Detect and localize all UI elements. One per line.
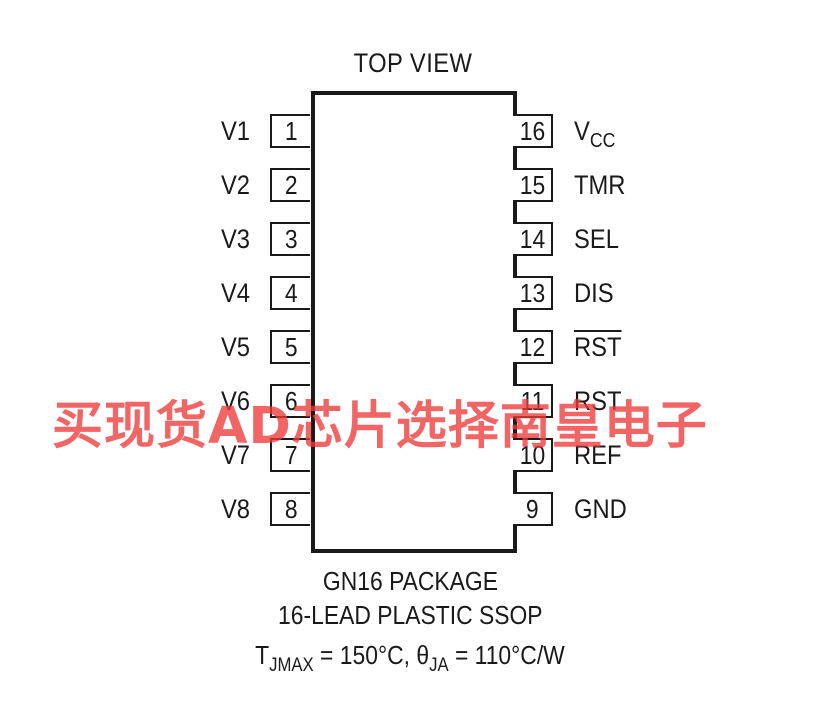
pin-5-box: 5 (270, 330, 310, 364)
tjmax-subscript: JMAX (269, 655, 314, 676)
pin-11-box: 11 (513, 384, 553, 418)
pin-12-box: 12 (513, 330, 553, 364)
theta-value: = 110°C/W (448, 640, 565, 670)
pin-1-number: 1 (284, 115, 298, 146)
pin-6-box: 6 (270, 384, 310, 418)
pin-13-box: 13 (513, 276, 553, 310)
theta-symbol: θ (416, 640, 430, 670)
pin-8-label: V8 (220, 494, 250, 524)
pin-3-box: 3 (270, 222, 310, 256)
pin-12-number: 12 (519, 331, 545, 362)
pin-10-number: 10 (519, 439, 545, 470)
pin-11-number: 11 (520, 385, 544, 416)
pin-4-number: 4 (284, 277, 298, 308)
view-title: TOP VIEW (353, 48, 473, 78)
pin-16-label-subscript: CC (589, 130, 616, 152)
pin-7-label: V7 (220, 440, 250, 470)
thermal-spec: TJMAX = 150°C, θJA = 110°C/W (200, 640, 620, 677)
pin-14-number: 14 (519, 223, 545, 254)
theta-subscript: JA (429, 655, 449, 676)
tjmax-symbol: T (255, 640, 270, 670)
pin-2-box: 2 (270, 168, 310, 202)
pin-10-box: 10 (513, 438, 553, 472)
package-name: GN16 PACKAGE (322, 566, 498, 596)
ic-package-body (311, 91, 517, 553)
pin-4-label: V4 (220, 278, 250, 308)
pin-16-number: 16 (519, 115, 545, 146)
pin-13-label: DIS (574, 278, 614, 308)
pin-4-box: 4 (270, 276, 310, 310)
pin-2-number: 2 (284, 169, 298, 200)
pin-6-label: V6 (220, 386, 250, 416)
pin-5-number: 5 (284, 331, 298, 362)
pin-11-label: RST (574, 386, 622, 416)
pin-9-box: 9 (513, 492, 553, 526)
pin-1-label: V1 (220, 116, 250, 146)
pin-13-number: 13 (519, 277, 545, 308)
pin-9-number: 9 (525, 493, 539, 524)
pin-15-number: 15 (519, 169, 545, 200)
pin-8-number: 8 (284, 493, 298, 524)
pin-3-number: 3 (284, 223, 298, 254)
pin-7-box: 7 (270, 438, 310, 472)
pin-6-number: 6 (284, 385, 298, 416)
pin-14-label: SEL (574, 224, 619, 254)
pin-3-label: V3 (220, 224, 250, 254)
pin-9-label: GND (574, 494, 627, 524)
pin-8-box: 8 (270, 492, 310, 526)
pin-12-label: RST (574, 332, 622, 362)
tjmax-value: = 150°C, (313, 640, 417, 670)
pin-5-label: V5 (220, 332, 250, 362)
pin-16-label: VCC (574, 116, 616, 152)
package-description: 16-LEAD PLASTIC SSOP (277, 600, 543, 630)
pin-15-label: TMR (574, 170, 626, 200)
pin-15-box: 15 (513, 168, 553, 202)
pin-16-box: 16 (513, 114, 553, 148)
pin-14-box: 14 (513, 222, 553, 256)
pin-2-label: V2 (220, 170, 250, 200)
pin-10-label: REF (574, 440, 622, 470)
pin-7-number: 7 (284, 439, 298, 470)
pin-1-box: 1 (270, 114, 310, 148)
